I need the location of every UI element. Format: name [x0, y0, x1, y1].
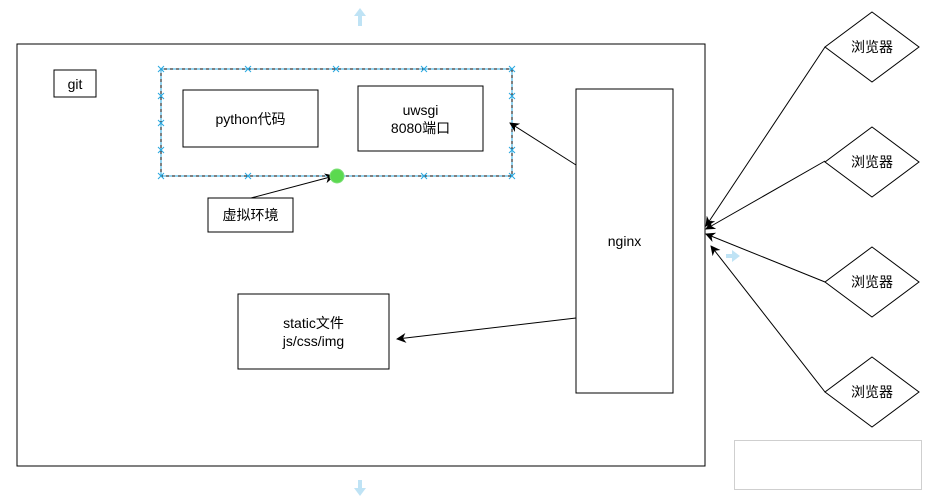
venv-label: 虚拟环境	[222, 207, 279, 223]
blank-panel	[734, 440, 922, 490]
browser-diamond-4[interactable]	[824, 356, 920, 428]
browser-label-3: 浏览器	[851, 274, 893, 290]
static-files-box[interactable]	[237, 293, 390, 370]
arrow-browser-4-to-nginx[interactable]	[710, 245, 826, 393]
uwsgi-label: uwsgi 8080端口	[358, 86, 483, 151]
browser-diamond-3[interactable]	[824, 246, 920, 318]
uwsgi-box[interactable]	[357, 85, 484, 152]
arrow-browser-3-to-nginx[interactable]	[705, 232, 826, 283]
selection-handles[interactable]	[157, 65, 516, 180]
static-label-line2: js/css/img	[282, 332, 345, 349]
python-code-label: python代码	[215, 110, 286, 127]
venv-label-box[interactable]	[207, 197, 294, 233]
uwsgi-label-line1: uwsgi	[402, 101, 439, 118]
arrow-browser-1-to-nginx[interactable]	[705, 46, 826, 227]
browser-diamond-1[interactable]	[824, 11, 920, 83]
static-label: static文件 js/css/img	[238, 294, 389, 369]
browser-diamond-2[interactable]	[824, 126, 920, 198]
browser-label-2: 浏览器	[851, 154, 893, 170]
arrow-browser-2-to-nginx[interactable]	[705, 160, 826, 230]
arrow-nginx-to-uwsgi[interactable]	[509, 122, 577, 166]
guide-arrow-bottom-icon[interactable]	[354, 480, 366, 496]
git-label-box[interactable]	[53, 69, 97, 98]
uwsgi-label-line2: 8080端口	[390, 119, 451, 136]
python-code-box[interactable]	[182, 89, 319, 148]
nginx-label: nginx	[607, 233, 642, 249]
connection-point-icon[interactable]	[329, 168, 345, 184]
nginx-box[interactable]	[575, 88, 674, 394]
git-label: git	[67, 75, 83, 92]
static-label-line1: static文件	[283, 314, 344, 331]
guide-arrow-right-icon[interactable]	[726, 250, 740, 262]
arrow-nginx-to-static[interactable]	[396, 317, 577, 343]
guide-arrow-top-icon[interactable]	[354, 8, 366, 26]
browser-label-1: 浏览器	[851, 39, 893, 55]
arrow-venv-label-to-container[interactable]	[250, 173, 335, 199]
browser-label-4: 浏览器	[851, 384, 893, 400]
